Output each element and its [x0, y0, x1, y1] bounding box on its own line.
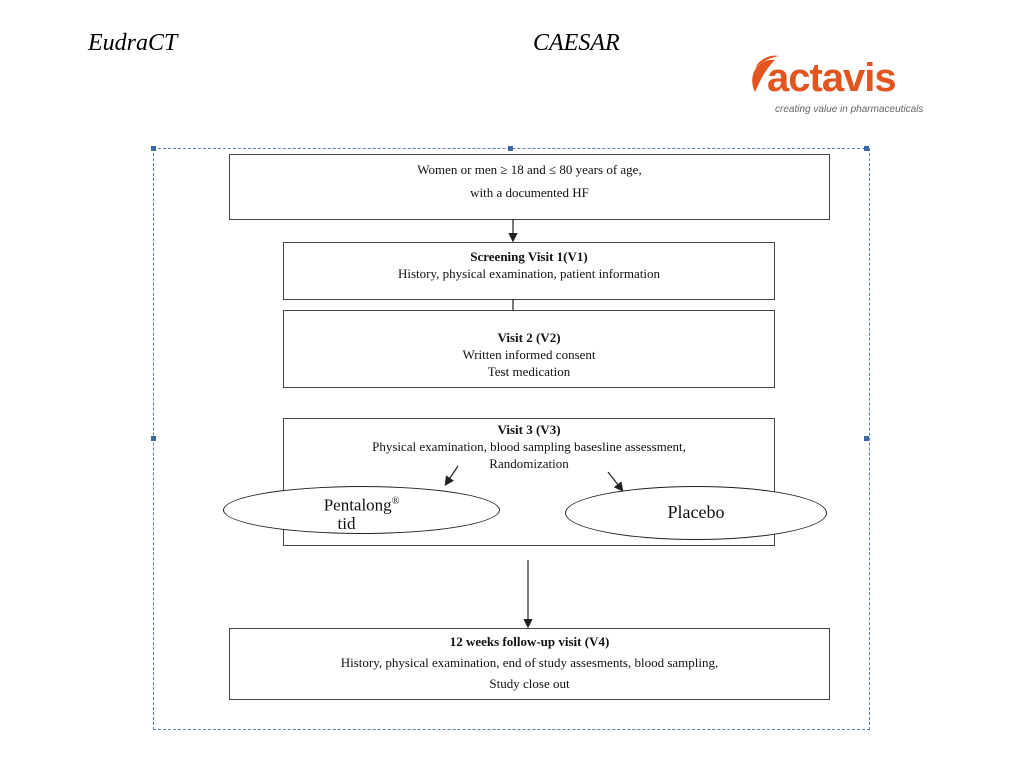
arm-pentalong-dose: tid — [337, 513, 356, 533]
visit-1-box: Screening Visit 1(V1) History, physical … — [283, 242, 775, 300]
resize-handle-ml[interactable] — [151, 436, 156, 441]
logo-swoosh-icon — [752, 55, 779, 92]
arrow-v3-to-pentalong — [444, 465, 459, 486]
visit-1-text: History, physical examination, patient i… — [398, 266, 660, 281]
visit-2-line1: Written informed consent — [462, 347, 596, 362]
visit-4-line1: History, physical examination, end of st… — [340, 655, 719, 670]
arm-pentalong-name: Pentalong — [323, 495, 392, 515]
arrow-v3-to-placebo — [607, 471, 624, 492]
eligibility-line2: with a documented HF — [470, 185, 589, 200]
visit-1-title: Screening Visit 1(V1) — [470, 249, 588, 264]
arm-pentalong-ellipse: Pentalong® tid — [223, 486, 500, 534]
visit-4-line2: Study close out — [489, 676, 570, 691]
visit-2-box: Visit 2 (V2) Written informed consent Te… — [283, 310, 775, 388]
eligibility-box: Women or men ≥ 18 and ≤ 80 years of age,… — [229, 154, 830, 220]
header-caesar: CAESAR — [533, 30, 620, 56]
header-eudract: EudraCT — [88, 30, 178, 56]
registered-mark: ® — [391, 496, 400, 507]
visit-4-title: 12 weeks follow-up visit (V4) — [449, 634, 610, 649]
logo-wordmark: actavis — [767, 56, 897, 100]
resize-handle-tl[interactable] — [151, 146, 156, 151]
visit-3-title: Visit 3 (V3) — [497, 422, 561, 437]
visit-3-line1: Physical examination, blood sampling bas… — [372, 439, 686, 454]
logo-tagline: creating value in pharmaceuticals — [775, 104, 924, 115]
visit-3-line2: Randomization — [489, 456, 569, 471]
actavis-logo: actavis creating value in pharmaceutical… — [745, 52, 935, 122]
resize-handle-mr[interactable] — [864, 436, 869, 441]
visit-2-line2: Test medication — [487, 364, 571, 379]
eligibility-line1: Women or men ≥ 18 and ≤ 80 years of age, — [417, 162, 642, 177]
resize-handle-tm[interactable] — [508, 146, 513, 151]
resize-handle-tr[interactable] — [864, 146, 869, 151]
arm-placebo-name: Placebo — [667, 502, 725, 522]
visit-4-box: 12 weeks follow-up visit (V4) History, p… — [229, 628, 830, 700]
visit-2-title: Visit 2 (V2) — [497, 330, 561, 345]
arm-placebo-ellipse: Placebo — [565, 486, 827, 540]
